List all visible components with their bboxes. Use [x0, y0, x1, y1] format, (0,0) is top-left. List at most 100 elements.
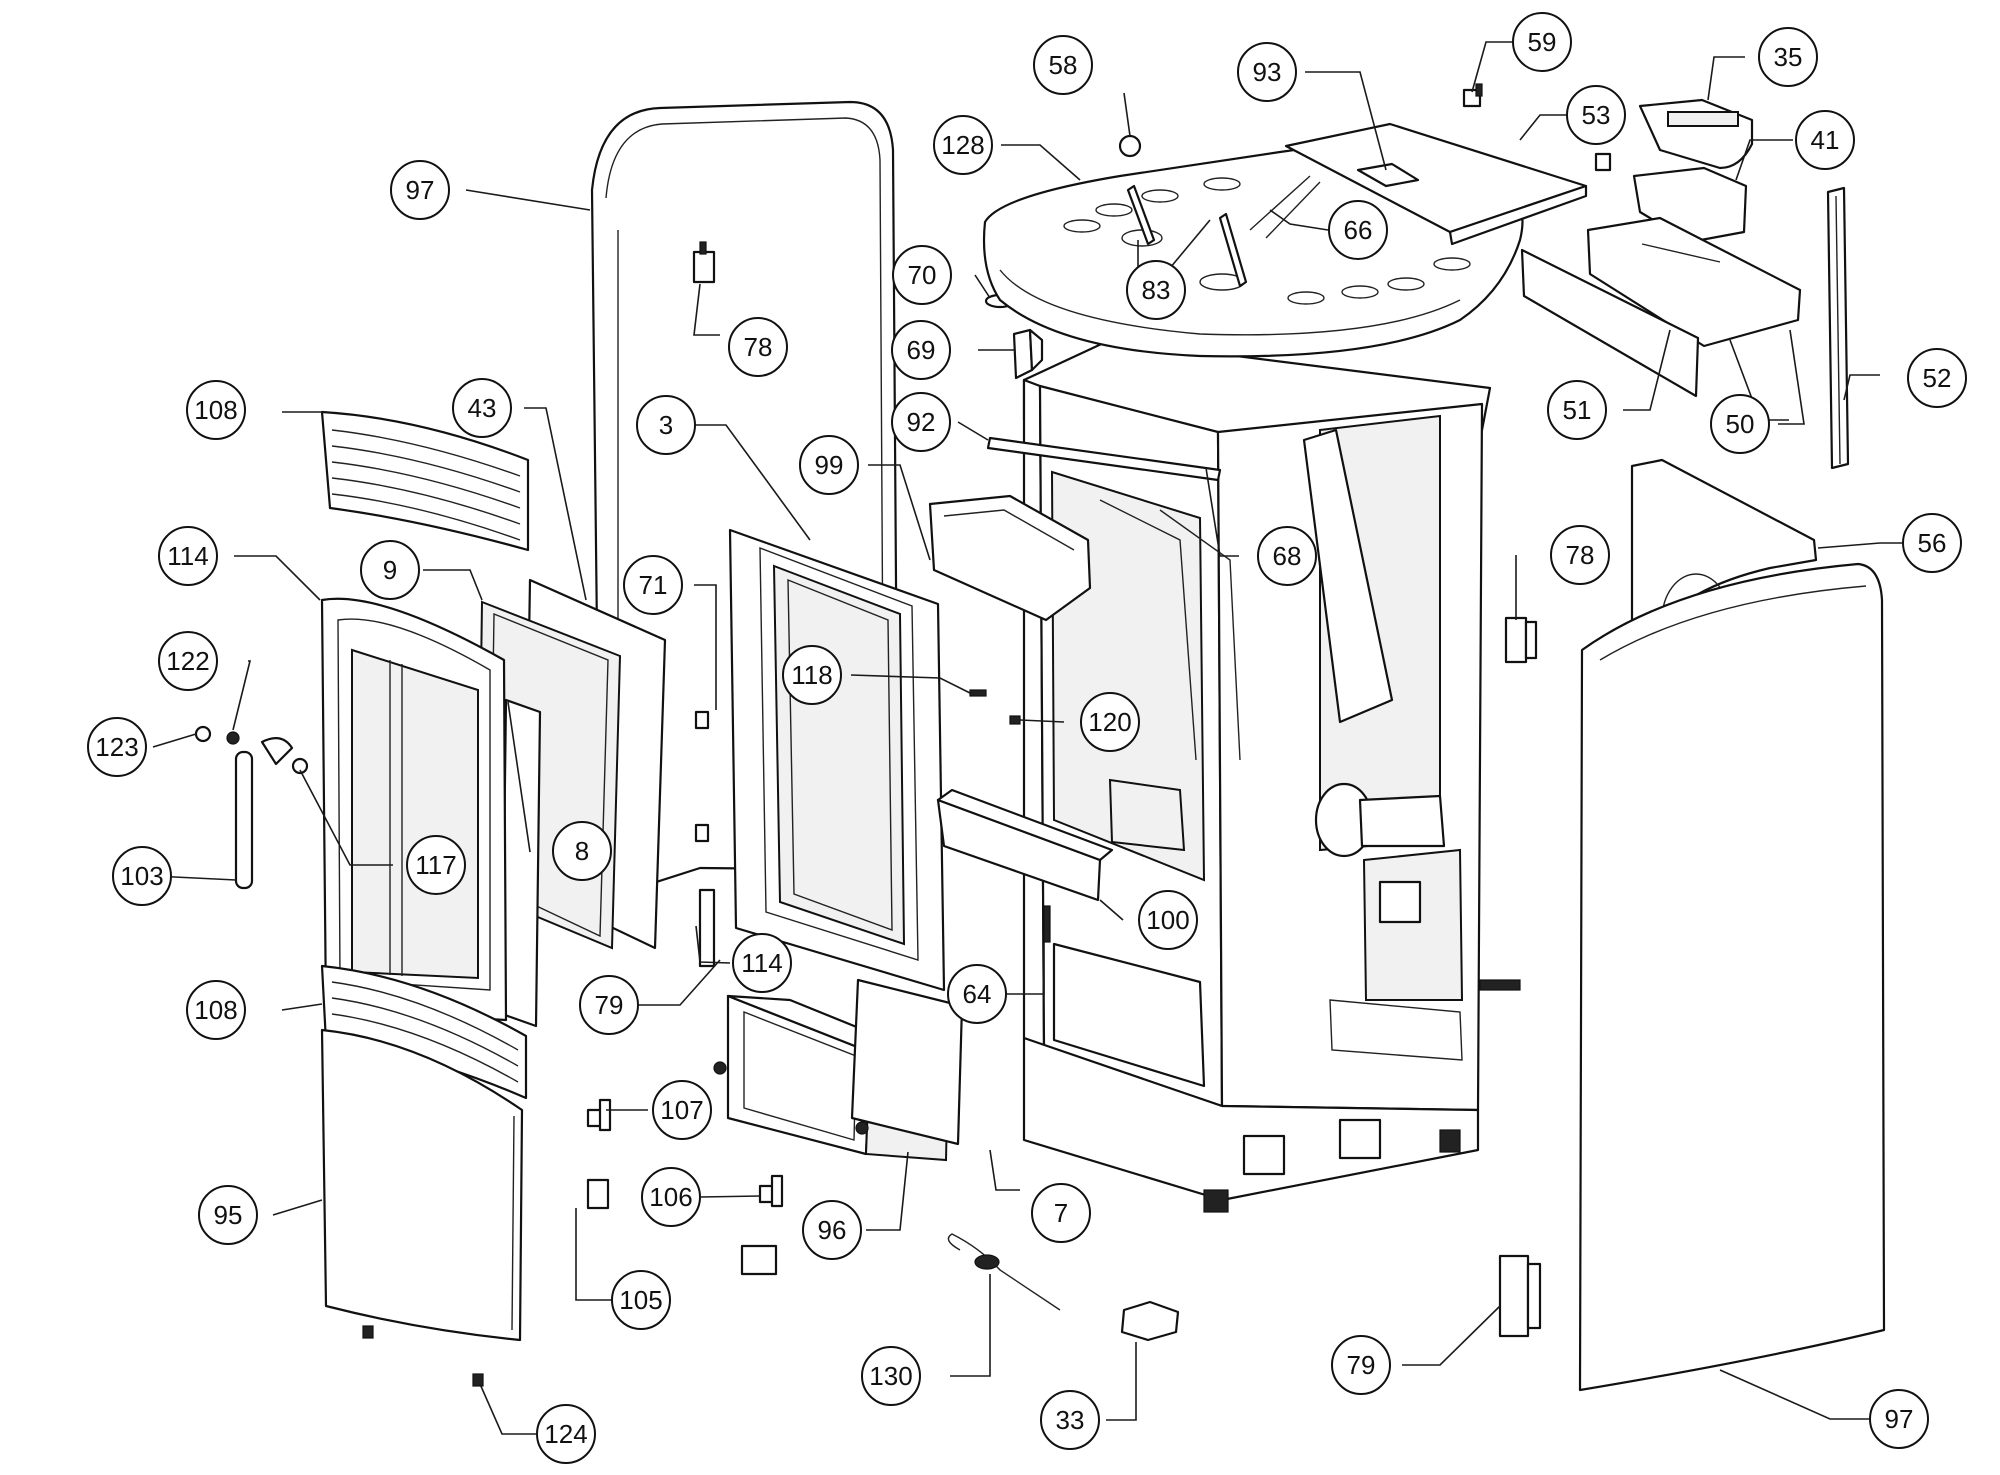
callout-3: 3 [636, 395, 696, 455]
callout-label: 105 [619, 1285, 662, 1315]
callout-124: 124 [536, 1404, 596, 1464]
part-122-nut [226, 731, 240, 745]
part-3-door-frame [728, 528, 946, 992]
part-130-cable [947, 1233, 1061, 1311]
part-52-rail [1826, 186, 1850, 470]
callout-95: 95 [198, 1185, 258, 1245]
callout-bubble [1566, 85, 1626, 145]
part-motor-assembly [1314, 782, 1521, 1061]
callout-114-bottom: 114 [732, 933, 792, 993]
part-124-screw [362, 1325, 484, 1387]
callout-bubble [636, 395, 696, 455]
callout-label: 35 [1774, 42, 1803, 72]
callout-130: 130 [861, 1346, 921, 1406]
part-69-bracket [1012, 328, 1044, 380]
callout-8: 8 [552, 821, 612, 881]
leader-lines [152, 41, 1914, 1435]
part-105-bracket [586, 1178, 610, 1210]
callout-92: 92 [891, 392, 951, 452]
callout-107: 107 [652, 1080, 712, 1140]
part-93-handle [1356, 162, 1420, 188]
callout-bubble [891, 392, 951, 452]
callout-59: 59 [1512, 12, 1572, 72]
callout-label: 96 [818, 1215, 847, 1245]
callout-bubble [1547, 380, 1607, 440]
callout-label: 130 [869, 1361, 912, 1391]
callout-70: 70 [892, 245, 952, 305]
part-71-clip [694, 710, 710, 843]
part-53-lid [1284, 122, 1588, 246]
part-58-knob [1118, 134, 1142, 158]
callout-122: 122 [158, 631, 218, 691]
part-97-side-panel-right [1578, 562, 1886, 1392]
callout-99: 99 [799, 435, 859, 495]
part-118-pin [969, 689, 987, 697]
callout-bubble [1902, 513, 1962, 573]
callout-120: 120 [1080, 692, 1140, 752]
callout-bubble [892, 245, 952, 305]
part-108-grille-top [320, 410, 530, 552]
callout-bubble [799, 435, 859, 495]
callout-bubble [623, 555, 683, 615]
callout-bubble [1758, 27, 1818, 87]
part-8-gasket [500, 698, 542, 1028]
callout-bubble [579, 975, 639, 1035]
callout-label: 9 [383, 555, 397, 585]
callout-71: 71 [623, 555, 683, 615]
callout-bubble [861, 1346, 921, 1406]
callout-label: 108 [194, 395, 237, 425]
callout-103: 103 [112, 846, 172, 906]
callout-label: 51 [1563, 395, 1592, 425]
callout-7: 7 [1031, 1183, 1091, 1243]
callout-51: 51 [1547, 380, 1607, 440]
callout-label: 106 [649, 1182, 692, 1212]
callout-label: 66 [1344, 215, 1373, 245]
callout-78-right: 78 [1550, 525, 1610, 585]
callout-78-top: 78 [728, 317, 788, 377]
callout-bubble [1138, 890, 1198, 950]
callout-bubble [1512, 12, 1572, 72]
callout-50: 50 [1710, 394, 1770, 454]
callout-bubble [112, 846, 172, 906]
callout-53: 53 [1566, 85, 1626, 145]
callout-bubble [641, 1167, 701, 1227]
callout-bubble [552, 821, 612, 881]
callout-bubble [1237, 42, 1297, 102]
callout-108-bottom: 108 [186, 980, 246, 1040]
callout-label: 92 [907, 407, 936, 437]
part-51-rear-plate [1520, 248, 1700, 398]
callout-bubble [1126, 260, 1186, 320]
part-99-deflector [928, 494, 1092, 622]
callout-bubble [732, 933, 792, 993]
callout-52: 52 [1907, 348, 1967, 408]
callout-label: 117 [415, 850, 456, 880]
callout-bubble [360, 540, 420, 600]
part-123-screw [194, 725, 212, 743]
callout-bubble [536, 1404, 596, 1464]
callout-69: 69 [891, 320, 951, 380]
callout-label: 50 [1726, 409, 1755, 439]
callout-bubble [1033, 35, 1093, 95]
callout-bubble [728, 317, 788, 377]
callout-label: 58 [1049, 50, 1078, 80]
callout-label: 59 [1528, 27, 1557, 57]
part-68-panel [1302, 428, 1394, 724]
callout-105: 105 [611, 1270, 671, 1330]
callout-bubble [186, 380, 246, 440]
callout-bubble [652, 1080, 712, 1140]
callout-label: 120 [1088, 707, 1131, 737]
callout-label: 68 [1273, 541, 1302, 571]
callout-58: 58 [1033, 35, 1093, 95]
part-body-frame [1022, 338, 1492, 1213]
callout-bubble [1710, 394, 1770, 454]
callout-label: 118 [791, 660, 832, 690]
callout-64: 64 [947, 964, 1007, 1024]
callout-label: 107 [660, 1095, 703, 1125]
callout-79-right: 79 [1331, 1335, 1391, 1395]
part-7-gasket [850, 978, 964, 1146]
callout-label: 99 [815, 450, 844, 480]
callout-bubble [198, 1185, 258, 1245]
part-33-sensor [1120, 1300, 1180, 1342]
part-66-hinge [1249, 175, 1321, 239]
